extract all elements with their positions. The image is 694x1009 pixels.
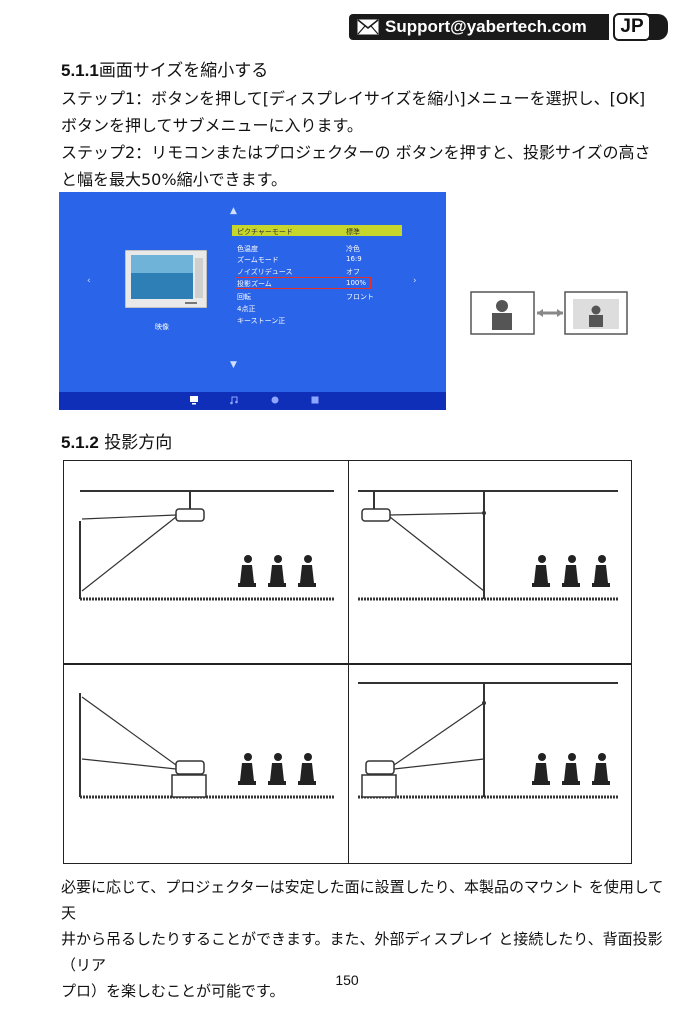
osd-row-label: 投影ズーム [237,280,272,288]
picture-tab-icon [190,396,198,405]
support-email-banner: Support@yabertech.com [349,14,609,40]
header-cap [648,14,668,40]
grid-divider-vertical [348,461,349,863]
support-email: Support@yabertech.com [385,17,587,36]
osd-selection-box [235,277,371,289]
osd-row-label: 色温度 [237,245,258,253]
grid-divider-horizontal [64,663,631,665]
section-number: 5.1.2 [61,433,99,452]
footer-line: 必要に応じて、プロジェクターは安定した面に設置したり、本製品のマウント を使用し… [61,878,664,922]
tv-icon [125,250,207,308]
osd-bottom-bar [59,392,446,410]
osd-row-label: ピクチャーモード [237,228,293,236]
osd-highlight-row [232,225,402,236]
osd-row-value: フロント [346,293,374,301]
osd-row-value: 冷色 [346,245,360,253]
section-title-text: 投影方向 [104,433,173,453]
music-tab-icon [230,396,238,405]
body-line: ボタンを押してサブメニューに入ります。 [61,116,363,135]
osd-row-value: 100% [346,279,367,287]
osd-row-label: キーストーン正 [237,317,286,325]
section-title-text: 画面サイズを縮小する [98,61,269,81]
up-arrow-icon: ▲ [230,206,237,216]
projection-orientation-grid [63,460,632,864]
section-number: 5.1.1 [61,61,99,80]
body-line: と幅を最大50%縮小できます。 [61,170,287,189]
osd-row-label: 4点正 [237,305,256,313]
osd-row-label: ノイズリデュース [237,268,293,276]
osd-side-label: 映像 [155,323,169,331]
osd-row-value: 16:9 [346,255,362,263]
footer-line: 井から吊るしたりすることができます。また、外部ディスプレイ と接続したり、背面投… [61,930,663,974]
body-line: ステップ2：リモコンまたはプロジェクターの ボタンを押すと、投影サイズの高さ [61,143,651,162]
body-line: ステップ1：ボタンを押して[ディスプレイサイズを縮小]メニューを選択し、[OK] [61,89,646,108]
language-badge: JP [613,13,651,41]
setting-tab-icon [271,396,279,404]
zoom-reduction-illustration [470,291,628,335]
left-arrow-icon: ‹ [87,276,91,286]
osd-row-value: 標準 [346,228,360,236]
section-title-512: 5.1.2 投影方向 [61,428,172,453]
table-rear-projection-illustration [358,682,618,799]
ceiling-front-projection-illustration [79,490,334,601]
osd-row-label: 回転 [237,293,251,301]
osd-row-value: オフ [346,268,360,276]
section-title-511: 5.1.1画面サイズを縮小する [61,56,268,81]
footer-line: プロ）を楽しむことが可能です。 [61,982,285,1000]
osd-menu-screenshot: ▲ ▼ ‹ › 映像 ピクチャーモード 標準 色温度 冷色 ズームモード 16:… [59,192,446,410]
down-arrow-icon: ▼ [230,360,237,370]
page-number: 150 [335,972,359,988]
section-511-body: ステップ1：ボタンを押して[ディスプレイサイズを縮小]メニューを選択し、[OK]… [61,85,661,193]
right-arrow-icon: › [413,276,417,286]
ceiling-rear-projection-illustration [358,490,618,601]
table-front-projection-illustration [79,693,334,799]
envelope-icon [357,19,379,35]
osd-row-label: ズームモード [237,256,279,264]
footer-paragraph: 必要に応じて、プロジェクターは安定した面に設置したり、本製品のマウント を使用し… [61,874,671,1004]
option-tab-icon [311,396,319,404]
